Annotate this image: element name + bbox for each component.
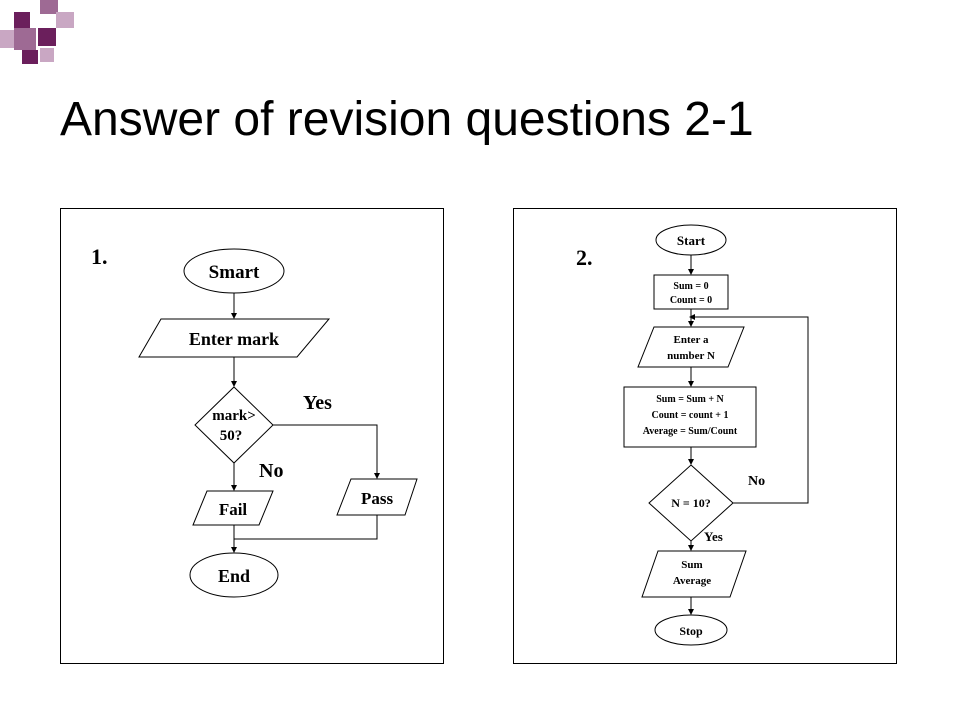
- start-terminal: [655, 224, 727, 256]
- arrow-head: [374, 473, 380, 479]
- yes-label: Yes: [704, 529, 723, 544]
- init-line2: Count = 0: [670, 295, 712, 306]
- start-label: Start: [677, 233, 706, 248]
- start-terminal: [183, 248, 285, 294]
- deco-square: [0, 30, 14, 48]
- arrow-head: [688, 321, 694, 327]
- fail-label: Fail: [219, 500, 248, 519]
- deco-square: [14, 28, 36, 50]
- output-box: [641, 550, 747, 598]
- decision-diamond: [194, 386, 274, 464]
- slide-title: Answer of revision questions 2-1: [60, 93, 754, 146]
- decision-label-line2: 50?: [220, 428, 243, 444]
- flowchart-2: 2. Start Sum = 0 Count = 0 Enter a numbe…: [576, 224, 809, 646]
- input-box: [637, 326, 745, 368]
- deco-square: [22, 50, 38, 64]
- input-box: [138, 318, 331, 358]
- init-line1: Sum = 0: [673, 281, 708, 292]
- arrow-head: [688, 545, 694, 551]
- input-label: Enter mark: [189, 329, 279, 349]
- process-line2: Count = count + 1: [652, 410, 729, 421]
- input-line1: Enter a: [674, 334, 709, 346]
- decision-label: N = 10?: [671, 496, 711, 510]
- output-line2: Average: [673, 575, 711, 587]
- process-line1: Sum = Sum + N: [656, 394, 724, 405]
- process-box: [623, 386, 757, 448]
- init-box: [653, 274, 729, 310]
- flowchart-panel-2: 2. Start Sum = 0 Count = 0 Enter a numbe…: [513, 208, 897, 664]
- deco-square: [14, 12, 30, 28]
- arrow-head: [231, 313, 237, 319]
- decision-label-line1: mark>: [212, 408, 256, 424]
- stop-label: Stop: [679, 624, 703, 638]
- process-line3: Average = Sum/Count: [643, 426, 738, 437]
- no-label: No: [259, 460, 283, 482]
- decision-diamond: [648, 464, 734, 542]
- arrow-head: [688, 609, 694, 615]
- connector-merge: [234, 515, 378, 540]
- stop-terminal: [654, 614, 728, 646]
- arrow-head: [688, 381, 694, 387]
- question-number: 2.: [576, 245, 593, 270]
- arrow-head: [231, 485, 237, 491]
- arrow-head: [688, 459, 694, 465]
- connector-loop-no: [691, 316, 809, 504]
- deco-square: [40, 48, 54, 62]
- start-label: Smart: [209, 262, 260, 283]
- arrow-head: [689, 314, 695, 320]
- input-line2: number N: [667, 350, 715, 362]
- end-terminal: [189, 552, 279, 598]
- pass-output-box: [336, 478, 418, 516]
- flowchart-1: 1. Smart Enter mark mark> 50? Yes No Fai…: [91, 244, 418, 598]
- connector-yes: [273, 424, 378, 477]
- arrow-head: [688, 269, 694, 275]
- flowchart-panel-1: 1. Smart Enter mark mark> 50? Yes No Fai…: [60, 208, 444, 664]
- yes-label: Yes: [303, 392, 332, 414]
- end-label: End: [218, 566, 250, 586]
- deco-square: [56, 12, 74, 28]
- question-number: 1.: [91, 244, 108, 269]
- pass-label: Pass: [361, 489, 394, 508]
- output-line1: Sum: [681, 559, 702, 571]
- no-label: No: [748, 474, 765, 489]
- deco-square: [38, 28, 56, 46]
- arrow-head: [231, 547, 237, 553]
- arrow-head: [231, 381, 237, 387]
- deco-square: [40, 0, 58, 14]
- fail-output-box: [192, 490, 274, 526]
